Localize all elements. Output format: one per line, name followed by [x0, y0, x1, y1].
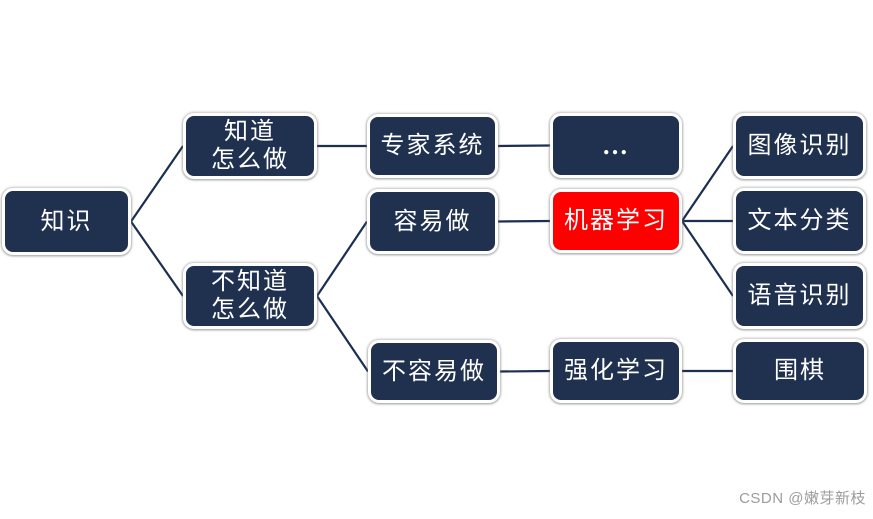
node-label: 怎么做	[211, 147, 289, 173]
node-label: 知道	[224, 119, 276, 145]
node-label: 图像识别	[747, 133, 852, 159]
node-image-recognition: 图像识别	[733, 113, 866, 179]
connector-not-know-how-to-not-easy-to-do	[316, 295, 369, 373]
node-label: 专家系统	[380, 133, 485, 159]
node-label: 强化学习	[564, 358, 668, 384]
node-ellipsis: …	[550, 113, 682, 178]
node-reinforcement-learning: 强化学习	[550, 339, 682, 403]
node-text-classification: 文本分类	[733, 188, 866, 254]
node-label: 不容易做	[382, 358, 486, 385]
node-label: 容易做	[393, 208, 472, 235]
node-not-easy-to-do: 不容易做	[368, 340, 500, 403]
node-easy-to-do: 容易做	[367, 189, 498, 254]
node-label: 知识	[40, 208, 93, 235]
node-knowledge: 知识	[2, 188, 131, 255]
node-label: 语音识别	[747, 283, 852, 309]
node-go-game: 围棋	[733, 339, 867, 403]
connector-expert-system-to-ellipsis	[497, 144, 551, 148]
node-machine-learning: 机器学习	[550, 189, 682, 253]
node-not-know-how: 不知道怎么做	[183, 263, 317, 329]
connector-machine-learning-to-speech-recognition	[681, 220, 734, 297]
node-label: 文本分类	[747, 208, 852, 234]
node-label: 不知道	[211, 269, 289, 295]
connector-easy-to-do-to-machine-learning	[497, 219, 551, 223]
connector-not-easy-to-do-to-reinforcement-learning	[499, 369, 551, 373]
connector-knowledge-to-know-how	[130, 145, 184, 223]
node-know-how: 知道怎么做	[183, 113, 317, 179]
node-expert-system: 专家系统	[367, 114, 498, 178]
node-speech-recognition: 语音识别	[733, 263, 866, 329]
connector-machine-learning-to-image-recognition	[681, 145, 734, 222]
watermark: CSDN @嫩芽新枝	[739, 490, 866, 507]
connector-knowledge-to-not-know-how	[130, 220, 184, 297]
node-label: 怎么做	[211, 297, 289, 323]
node-label: 机器学习	[564, 208, 668, 234]
node-label: …	[602, 130, 630, 160]
node-label: 围棋	[774, 358, 826, 384]
connector-not-know-how-to-easy-to-do	[316, 220, 368, 297]
